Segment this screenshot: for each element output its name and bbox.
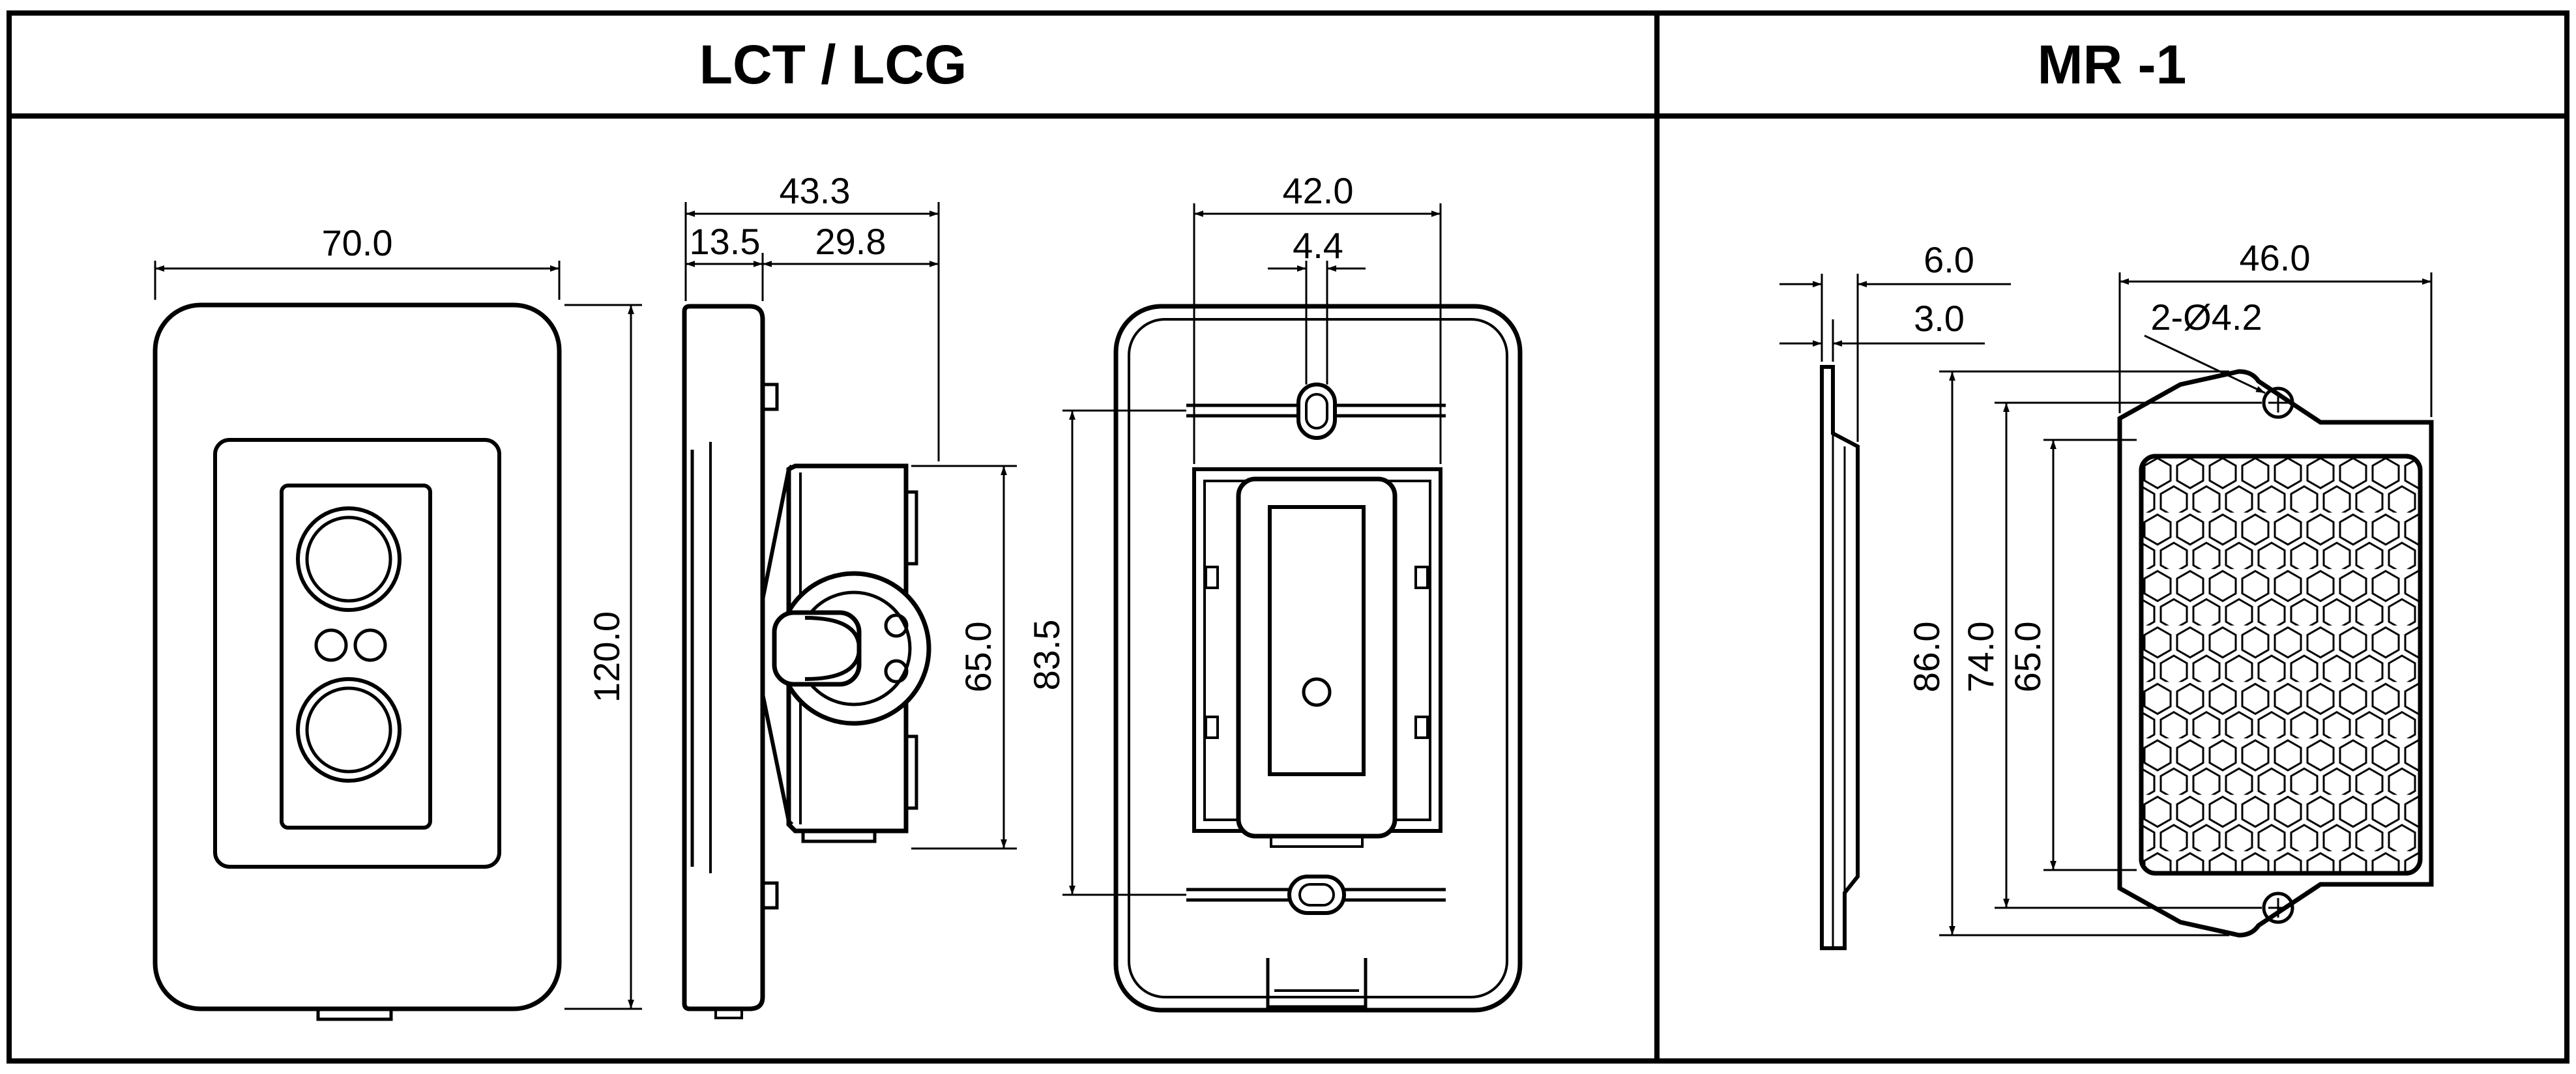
header-lct-lcg: LCT / LCG <box>699 34 967 95</box>
dim-front-width: 70.0 <box>322 222 393 263</box>
dim-mr1-width: 46.0 <box>2240 237 2311 278</box>
table-frame <box>7 10 2569 1064</box>
dim-mr1-reflector-height: 65.0 <box>2007 622 2048 693</box>
dim-back-width: 42.0 <box>1283 170 1354 211</box>
mr1-front-dimensions <box>1939 272 2433 936</box>
dim-mr1-height-total: 86.0 <box>1906 622 1947 693</box>
dim-back-hole-pitch: 83.5 <box>1026 620 1067 691</box>
lct-front-dimensions <box>154 261 642 1010</box>
dim-side-front: 13.5 <box>690 221 761 262</box>
lct-back-dimensions <box>1062 203 1442 896</box>
dim-mr1-hole: 2-Ø4.2 <box>2150 297 2262 338</box>
lct-back-view <box>1113 304 1523 1013</box>
mr1-side-dimensions <box>1779 274 2011 442</box>
dim-mr1-thickness: 6.0 <box>1924 239 1974 280</box>
lct-side-view <box>682 304 931 1019</box>
lct-front-view <box>153 302 562 1021</box>
dim-front-height: 120.0 <box>586 611 627 703</box>
mr1-side-view <box>1820 365 1860 950</box>
lct-side-dimensions <box>684 202 1017 850</box>
dim-side-bracket-height: 65.0 <box>958 622 999 693</box>
dim-side-rear: 29.8 <box>815 221 886 262</box>
dim-back-slot: 4.4 <box>1293 225 1343 266</box>
dim-mr1-hole-pitch: 74.0 <box>1960 622 2001 693</box>
header-mr1: MR -1 <box>2038 34 2187 95</box>
dim-side-total: 43.3 <box>780 170 851 211</box>
dim-mr1-plate: 3.0 <box>1914 298 1965 339</box>
mr1-front-view <box>2117 369 2434 938</box>
